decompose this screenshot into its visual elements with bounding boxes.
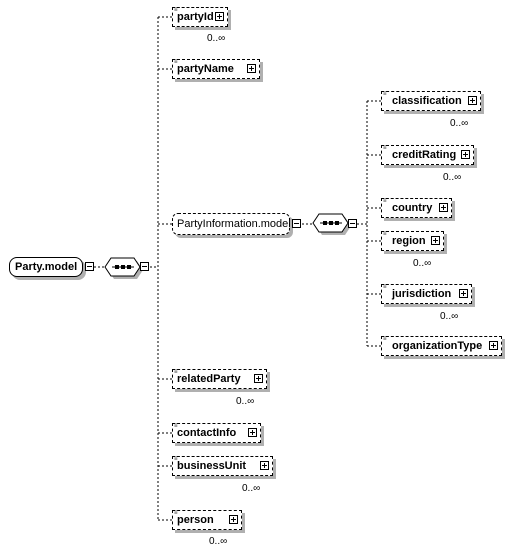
element-label: classification <box>392 95 462 107</box>
party-model-label: Party.model <box>15 261 78 273</box>
element-marker-icon: ≡ <box>383 231 386 237</box>
expand-icon[interactable] <box>248 428 257 437</box>
element-creditRating[interactable]: ≡ creditRating <box>381 145 474 165</box>
collapse-icon[interactable] <box>140 262 149 271</box>
element-marker-icon: ≡ <box>174 369 177 375</box>
cardinality: 0..∞ <box>413 258 432 269</box>
element-partyId[interactable]: ≡ partyId <box>172 7 228 27</box>
element-marker-icon: ≡ <box>174 510 177 516</box>
sequence-icon <box>312 213 351 235</box>
element-organizationType[interactable]: ≡ organizationType <box>381 336 502 356</box>
element-label: relatedParty <box>177 373 241 385</box>
element-marker-icon: ≡ <box>174 456 177 462</box>
element-partyName[interactable]: ≡ partyName <box>172 59 260 79</box>
element-label: country <box>392 202 433 214</box>
cardinality: 0..∞ <box>440 311 459 322</box>
sequence-compositor[interactable] <box>312 212 352 238</box>
cardinality: 0..∞ <box>443 172 462 183</box>
element-person[interactable]: ≡ person <box>172 510 242 530</box>
element-marker-icon: ≡ <box>383 145 386 151</box>
element-marker-icon: ≡ <box>174 59 177 65</box>
cardinality: 0..∞ <box>450 118 469 129</box>
element-label: person <box>177 514 214 526</box>
cardinality: 0..∞ <box>236 396 255 407</box>
element-marker-icon: ≡ <box>383 198 386 204</box>
element-label: organizationType <box>392 340 483 352</box>
element-contactInfo[interactable]: ≡ contactInfo <box>172 423 261 443</box>
expand-icon[interactable] <box>489 341 498 350</box>
expand-icon[interactable] <box>260 461 269 470</box>
collapse-icon[interactable] <box>292 219 301 228</box>
element-label: contactInfo <box>177 427 237 439</box>
sequence-compositor[interactable] <box>104 256 144 282</box>
expand-icon[interactable] <box>439 203 448 212</box>
element-label: jurisdiction <box>392 288 452 300</box>
expand-icon[interactable] <box>215 12 224 21</box>
element-region[interactable]: ≡ region <box>381 231 444 251</box>
element-label: partyName <box>177 63 234 75</box>
element-label: creditRating <box>392 149 457 161</box>
collapse-icon[interactable] <box>85 262 94 271</box>
expand-icon[interactable] <box>461 150 470 159</box>
element-label: partyId <box>177 11 214 23</box>
element-marker-icon: ≡ <box>383 284 386 290</box>
collapse-icon[interactable] <box>348 219 357 228</box>
cardinality: 0..∞ <box>209 536 228 547</box>
group-label: PartyInformation.model <box>177 218 291 230</box>
expand-icon[interactable] <box>254 374 263 383</box>
cardinality: 0..∞ <box>207 33 226 44</box>
expand-icon[interactable] <box>431 236 440 245</box>
cardinality: 0..∞ <box>242 483 261 494</box>
element-businessUnit[interactable]: ≡ businessUnit <box>172 456 273 476</box>
sequence-icon <box>104 257 143 279</box>
expand-icon[interactable] <box>229 515 238 524</box>
element-country[interactable]: ≡ country <box>381 198 452 218</box>
element-label: region <box>392 235 426 247</box>
expand-icon[interactable] <box>247 64 256 73</box>
element-marker-icon: ≡ <box>383 91 386 97</box>
element-label: businessUnit <box>177 460 247 472</box>
element-marker-icon: ≡ <box>383 336 386 342</box>
expand-icon[interactable] <box>468 96 477 105</box>
element-jurisdiction[interactable]: ≡ jurisdiction <box>381 284 472 304</box>
element-relatedParty[interactable]: ≡ relatedParty <box>172 369 267 389</box>
expand-icon[interactable] <box>459 289 468 298</box>
party-information-model-group[interactable]: PartyInformation.model <box>172 213 291 235</box>
element-classification[interactable]: ≡ classification <box>381 91 481 111</box>
element-marker-icon: ≡ <box>174 423 177 429</box>
element-marker-icon: ≡ <box>174 7 177 13</box>
party-model-node[interactable]: Party.model <box>9 257 83 277</box>
